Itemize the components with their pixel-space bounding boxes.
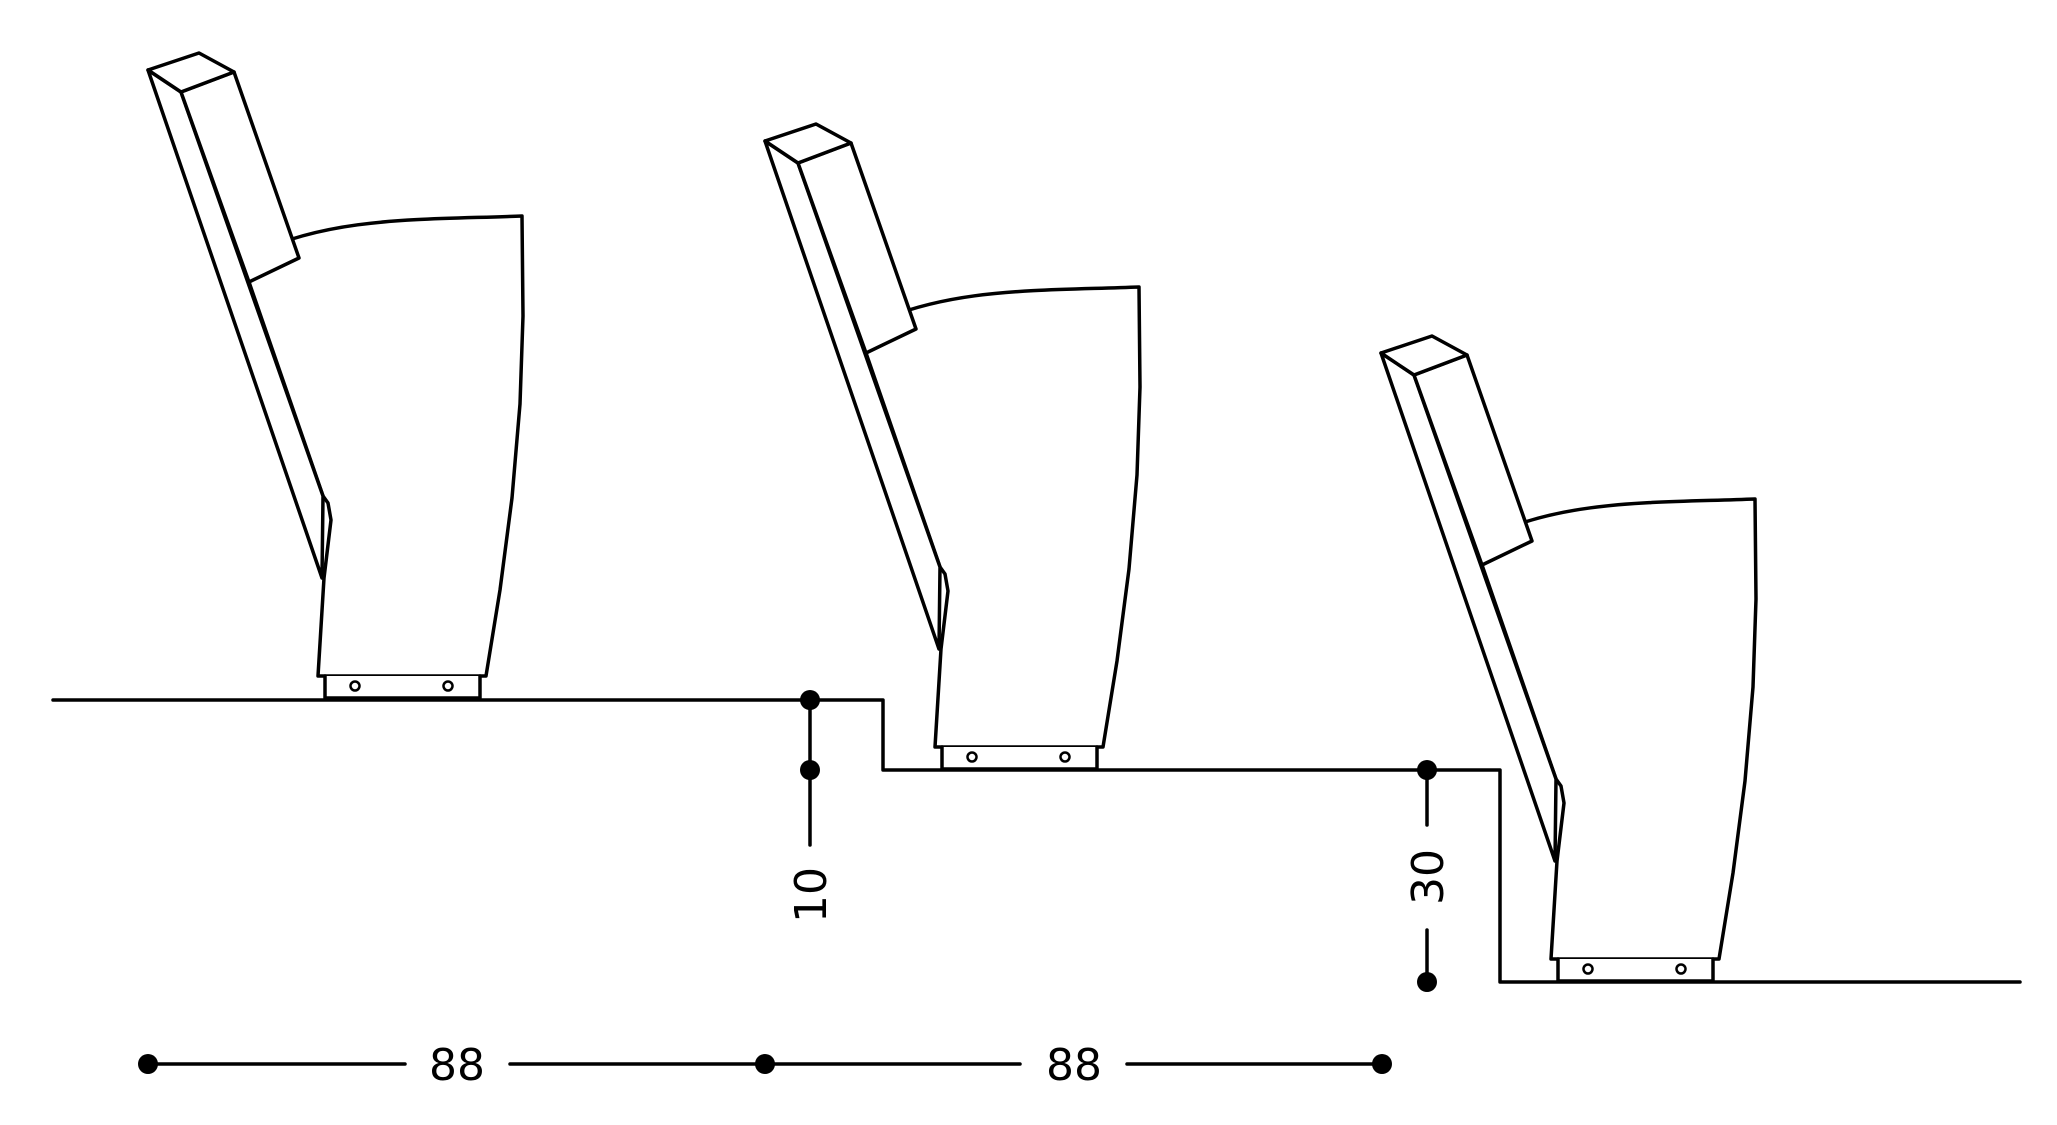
row-spacing-label-2: 88	[1046, 1040, 1102, 1091]
chair-row-1	[146, 51, 525, 700]
step-height-dimension-1: 10	[786, 690, 837, 923]
dimension-dot	[800, 690, 820, 710]
dimension-dot	[138, 1054, 158, 1074]
chair-row-2	[763, 122, 1142, 771]
dimension-dot	[1417, 760, 1437, 780]
dimension-dot	[1372, 1054, 1392, 1074]
step-height-label-2: 30	[1403, 849, 1454, 905]
step-height-dimension-2: 30	[1403, 760, 1454, 992]
horizontal-dimension: 88 88	[138, 1040, 1392, 1091]
step-height-label-1: 10	[786, 867, 837, 923]
row-spacing-label-1: 88	[429, 1040, 485, 1091]
dimension-dot	[800, 760, 820, 780]
dimension-dot	[1417, 972, 1437, 992]
dimension-dot	[755, 1054, 775, 1074]
